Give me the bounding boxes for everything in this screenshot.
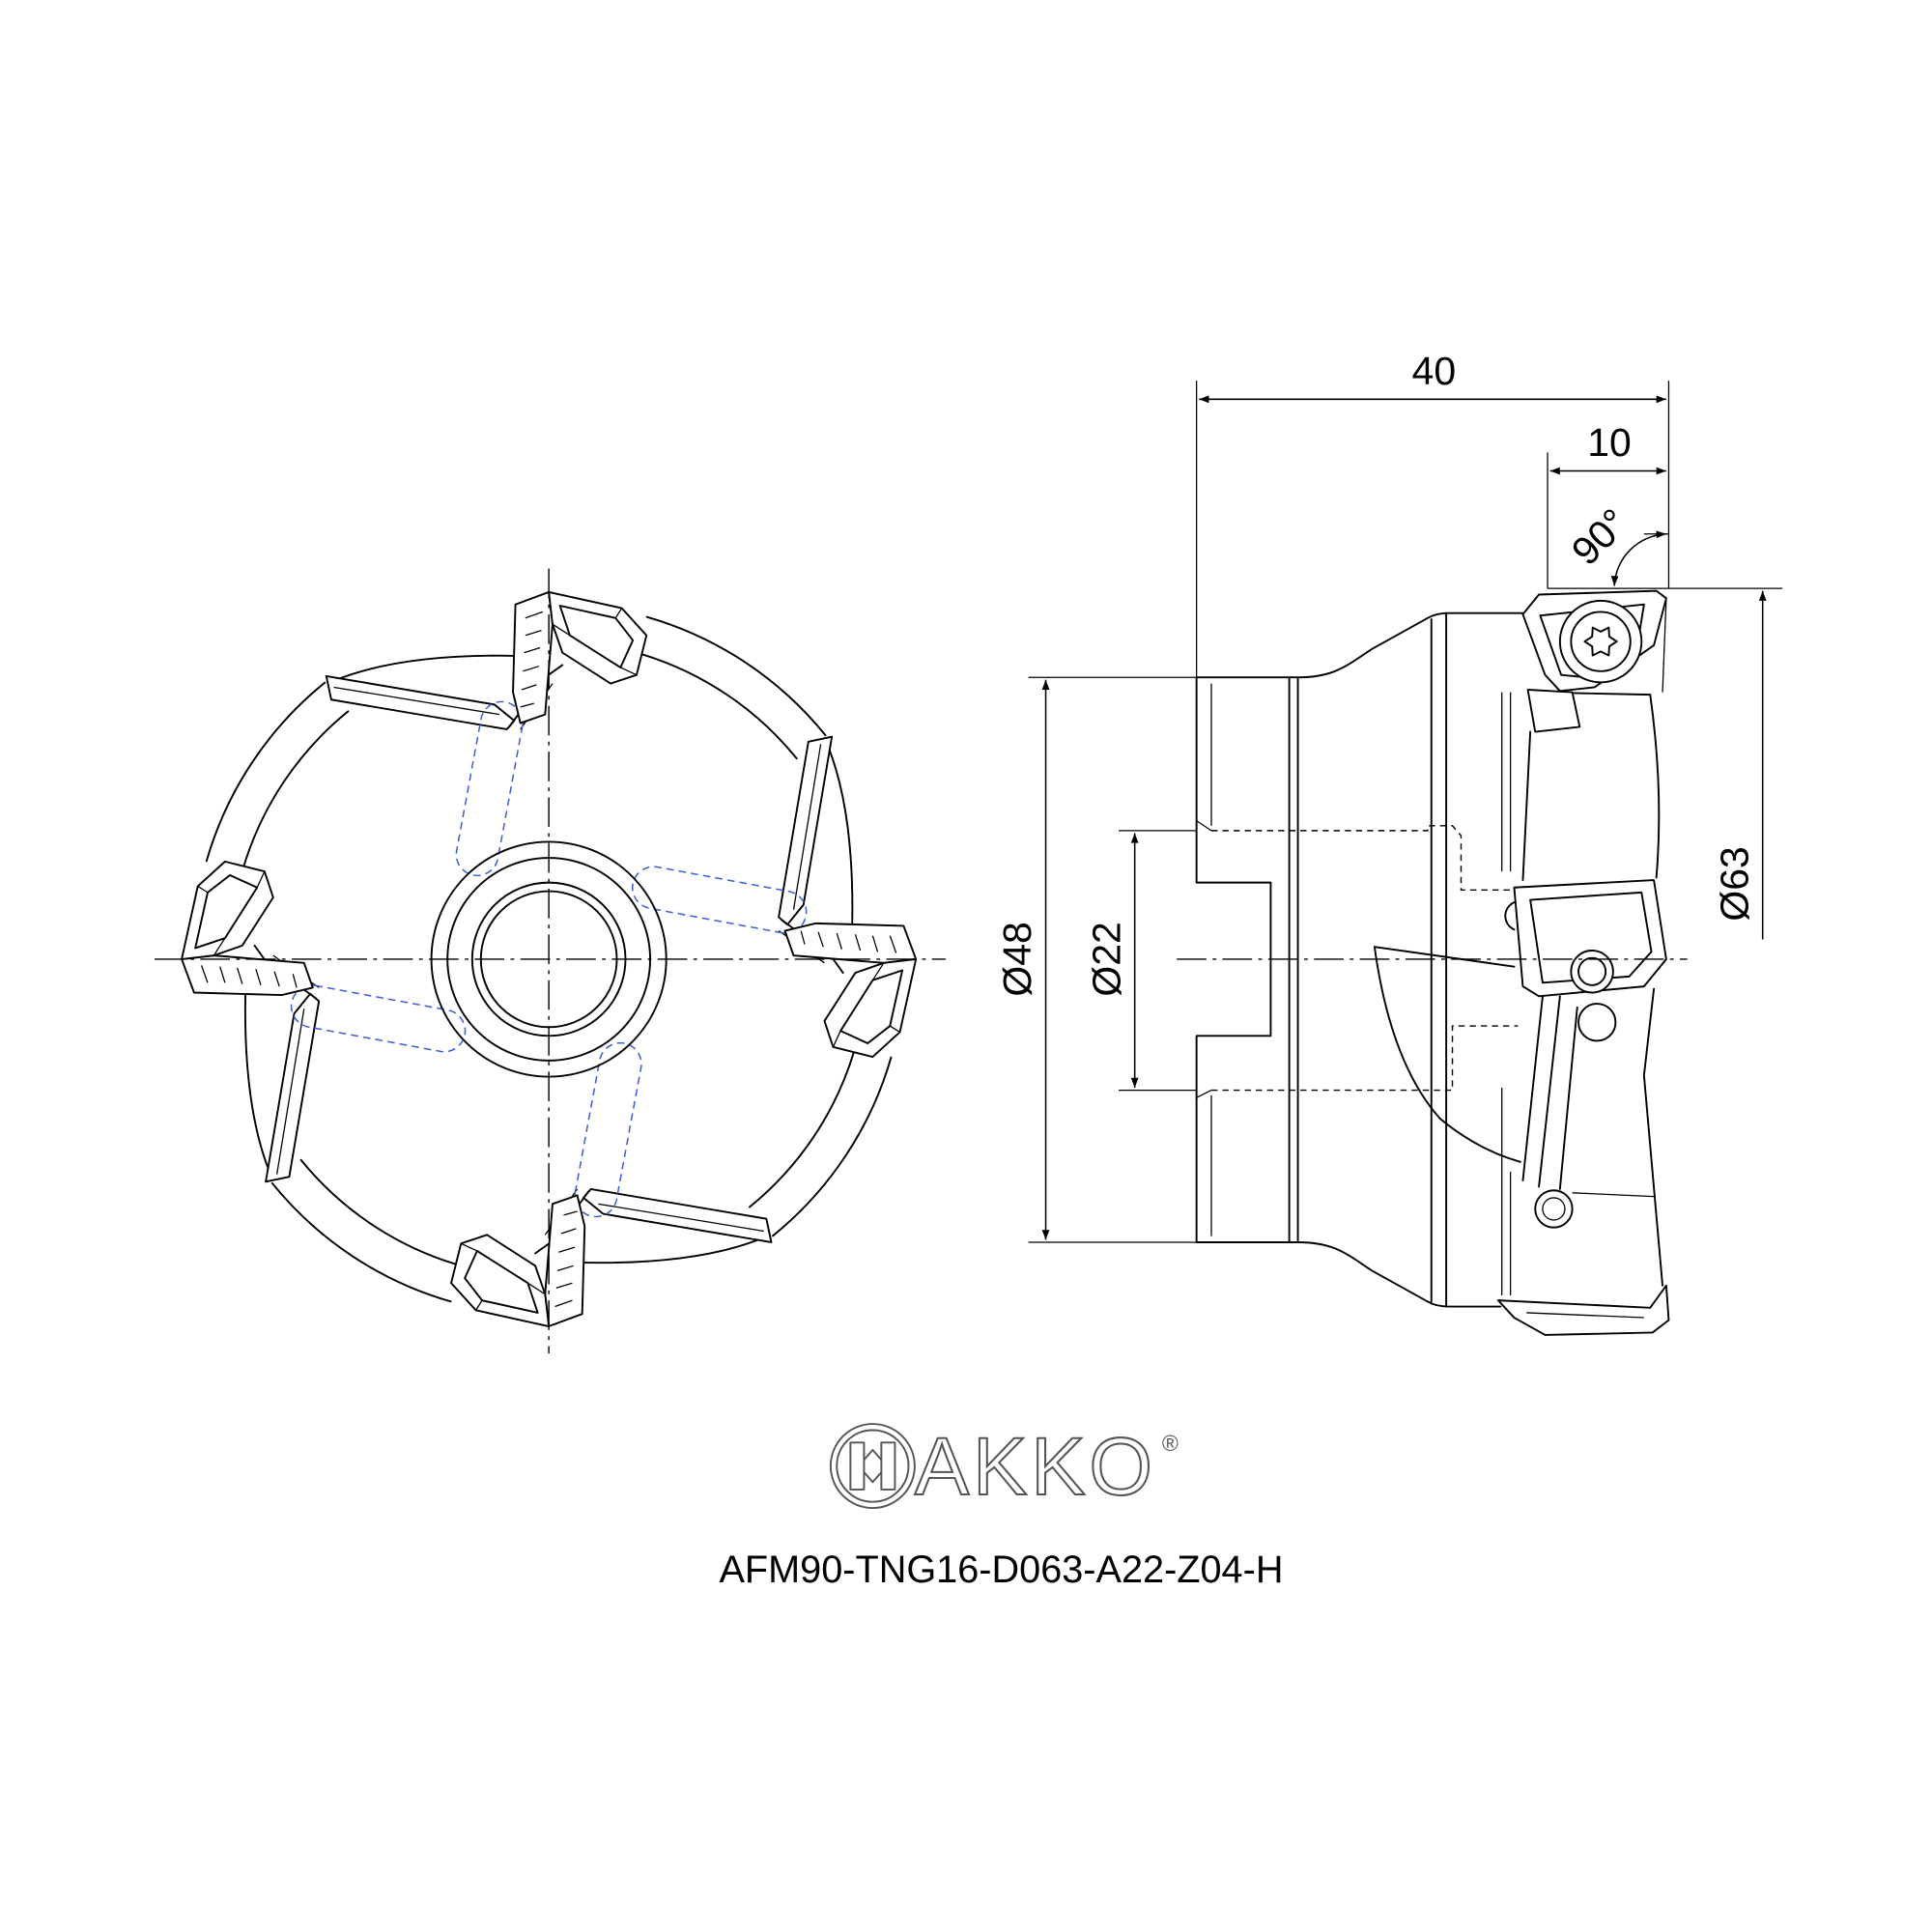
top-insert-screw-head	[1558, 599, 1643, 684]
bottom-insert-face	[1526, 1312, 1644, 1319]
middle-insert	[1513, 879, 1667, 998]
right-edge-top	[1662, 598, 1667, 693]
brand-name: AKKO	[915, 1421, 1156, 1512]
emblem-inner-circle	[836, 1429, 910, 1503]
clamp-pin-lower	[1534, 1189, 1574, 1229]
emblem-outer-circle	[829, 1423, 916, 1510]
right-edge-upper	[1649, 694, 1661, 879]
brand-logo: AKKO ®	[829, 1420, 1179, 1513]
emblem-left-bar	[849, 1441, 866, 1491]
dim-label-10: 10	[1587, 420, 1632, 465]
bottom-insert	[1496, 1284, 1670, 1336]
middle-insert-screw-recess	[1577, 956, 1607, 986]
dim-arc-90	[1610, 530, 1666, 586]
keyway-chamfer-top	[1196, 820, 1212, 832]
model-number: AFM90-TNG16-D063-A22-Z04-H	[719, 1548, 1283, 1591]
dimensions: 40 10 90° Ø48 Ø22 Ø63	[995, 349, 1783, 1243]
clamp-pin-lower-inner	[1542, 1197, 1566, 1221]
flute-top-edge	[1373, 946, 1516, 968]
tooth-right	[631, 615, 918, 1059]
seat-pin-upper	[1504, 901, 1516, 931]
side-view	[1177, 589, 1688, 1336]
dim-label-63: Ø63	[1712, 846, 1756, 921]
right-edge-lower	[1642, 987, 1664, 1287]
body-top-edge	[1291, 611, 1524, 679]
body-bottom-edge	[1291, 1241, 1502, 1308]
dim-label-22: Ø22	[1084, 922, 1128, 996]
top-wedge	[1526, 689, 1581, 733]
emblem-chevron-down	[863, 1471, 883, 1484]
tooth-bottom	[450, 1041, 893, 1327]
lower-body-line	[1572, 1192, 1655, 1198]
middle-insert-screw	[1570, 950, 1614, 994]
clamp-pin-upper	[1577, 1003, 1617, 1042]
top-insert-screw-recess	[1570, 611, 1632, 672]
emblem-chevron-up	[863, 1449, 883, 1461]
bore-hidden-top	[1210, 825, 1519, 892]
torx-icon	[1583, 626, 1618, 657]
middle-insert-face	[1529, 891, 1653, 984]
emblem-right-bar	[880, 1441, 896, 1491]
dim-label-90: 90°	[1563, 500, 1636, 574]
bore-hidden-bottom	[1210, 1025, 1519, 1092]
dim-label-48: Ø48	[995, 922, 1039, 996]
keyway-chamfer-bottom	[1196, 1090, 1212, 1098]
upper-face-line	[1521, 730, 1532, 882]
clamp-wedge-lines	[1521, 995, 1578, 1190]
tooth-left	[181, 860, 467, 1303]
dim-label-40: 40	[1412, 349, 1457, 393]
front-view	[154, 568, 946, 1354]
registered-mark: ®	[1162, 1431, 1179, 1456]
akko-emblem-icon	[829, 1423, 916, 1510]
tooth-top	[205, 590, 648, 877]
flute-curve	[1373, 946, 1521, 1163]
